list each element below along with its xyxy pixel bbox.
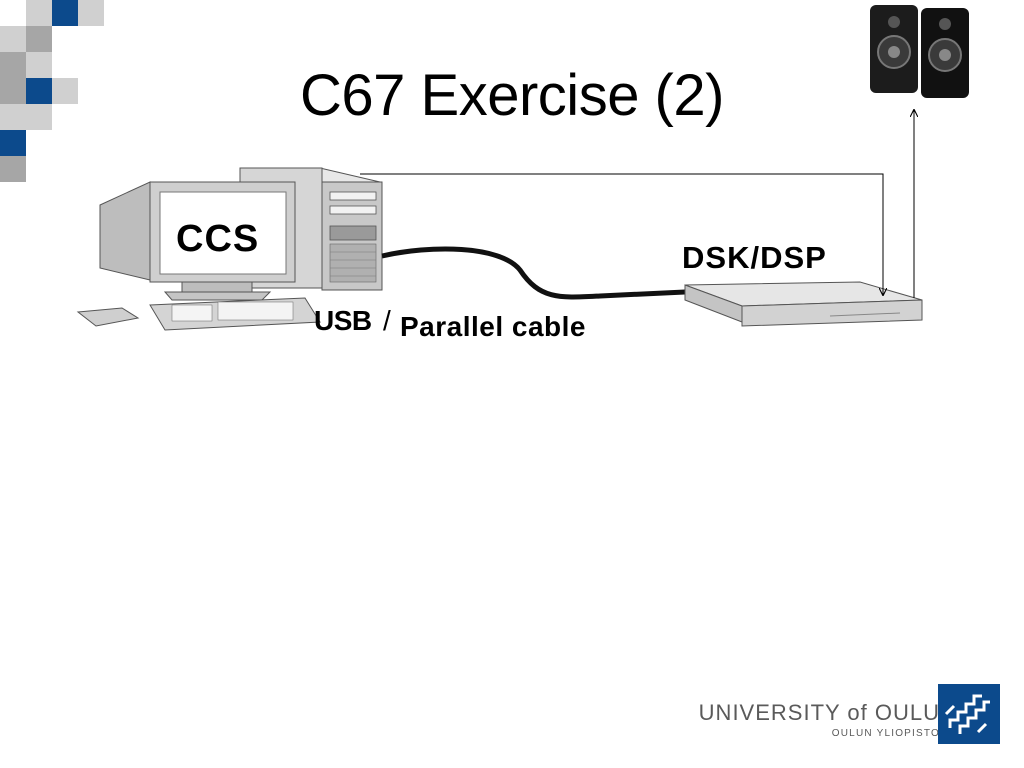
usb-label: USB xyxy=(314,305,372,336)
parallel-cable xyxy=(381,246,686,300)
university-emblem-icon xyxy=(938,684,1000,744)
mouse-icon xyxy=(76,307,140,327)
keyboard-icon xyxy=(149,297,321,331)
university-subname: OULUN YLIOPISTO xyxy=(831,728,940,739)
setup-diagram xyxy=(76,5,969,331)
dsk-board-icon xyxy=(684,281,923,327)
slide-title: C67 Exercise (2) xyxy=(300,63,724,128)
speakers-icon xyxy=(870,5,969,98)
screen-label: CCS xyxy=(176,218,260,260)
pc-to-dsk-arrow xyxy=(360,173,883,295)
university-name: UNIVERSITY of OULU xyxy=(698,700,940,725)
monitor-icon xyxy=(99,181,296,301)
cable-label: Parallel cable xyxy=(400,311,587,342)
corner-square-pattern xyxy=(0,0,104,182)
label-separator: / xyxy=(383,305,391,336)
university-logo-text: UNIVERSITY of OULU OULUN YLIOPISTO xyxy=(670,700,940,740)
board-label: DSK/DSP xyxy=(682,240,827,275)
